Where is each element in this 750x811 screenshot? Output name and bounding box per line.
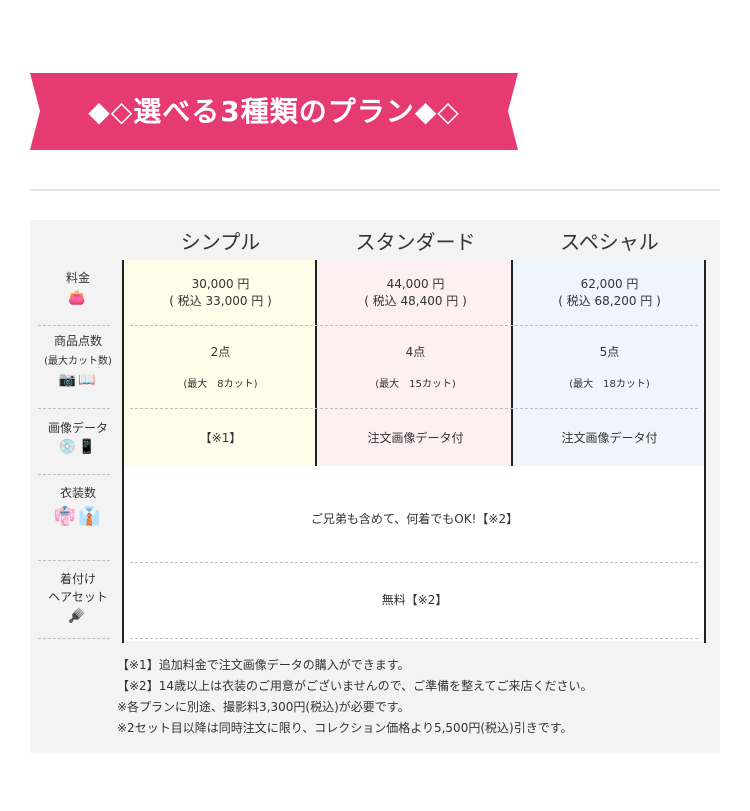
comb-icon: 🪮 <box>68 608 88 624</box>
note-4: ※2セット目以降は同時注文に限り、コレクション価格より5,500円(税込)引きで… <box>117 721 573 735</box>
costumes-value: ご兄弟も含めて、何着でもOK!【※2】 <box>310 512 519 526</box>
special-price: 62,000 円 <box>580 277 639 291</box>
banner-notch-left <box>30 73 40 150</box>
standard-items: 4点 <box>405 345 426 359</box>
divider <box>30 189 720 191</box>
row-label-items: 商品点数 <box>53 334 102 348</box>
row-label-price: 料金 <box>65 271 90 285</box>
row-divider <box>130 408 698 409</box>
title-banner: ◆◇選べる3種類のプラン◆◇ <box>30 73 518 150</box>
special-price-tax: ( 税込 68,200 円 ) <box>558 294 661 308</box>
row-divider <box>130 325 698 326</box>
column-divider-1 <box>315 260 317 466</box>
row-label-dressing: 着付け <box>59 572 96 586</box>
standard-cuts: (最大 15カット) <box>375 379 456 390</box>
row-divider <box>130 562 698 563</box>
simple-cuts: (最大 8カット) <box>183 379 258 390</box>
plan-name-standard: スタンダード <box>355 230 476 254</box>
special-items: 5点 <box>599 345 620 359</box>
disc-phone-icon: 💿📱 <box>58 439 98 455</box>
table-left-border <box>122 260 124 643</box>
special-cuts: (最大 18カット) <box>569 379 650 390</box>
table-right-border <box>704 260 706 643</box>
simple-column-bg <box>124 260 317 466</box>
simple-price-tax: ( 税込 33,000 円 ) <box>169 294 272 308</box>
special-column-bg <box>514 260 705 466</box>
row-label-items-sub: (最大カット数) <box>44 356 112 367</box>
row-divider <box>38 638 110 639</box>
standard-image-data: 注文画像データ付 <box>367 431 464 445</box>
note-3: ※各プランに別途、撮影料3,300円(税込)が必要です。 <box>117 700 410 714</box>
banner-title: ◆◇選べる3種類のプラン◆◇ <box>88 95 460 128</box>
row-label-image-data: 画像データ <box>47 421 108 435</box>
row-divider <box>130 638 698 639</box>
standard-column-bg <box>318 260 513 466</box>
shared-rows-area <box>124 466 705 641</box>
simple-image-data: 【※1】 <box>199 431 242 445</box>
simple-items: 2点 <box>210 345 231 359</box>
row-divider <box>38 408 110 409</box>
row-label-hairset: ヘアセット <box>48 590 108 604</box>
plan-name-simple: シンプル <box>180 230 261 254</box>
column-divider-2 <box>511 260 513 466</box>
coin-purse-icon: 👛 <box>68 290 88 306</box>
plan-name-special: スペシャル <box>560 230 659 254</box>
dressing-value: 無料【※2】 <box>381 593 448 607</box>
notes: 【※1】追加料金で注文画像データの購入ができます。 【※2】14歳以上は衣装のご… <box>117 655 593 739</box>
camera-album-icon: 📷📖 <box>58 372 98 388</box>
simple-price: 30,000 円 <box>191 277 250 291</box>
row-divider <box>38 325 110 326</box>
standard-price: 44,000 円 <box>386 277 445 291</box>
note-1: 【※1】追加料金で注文画像データの購入ができます。 <box>117 658 410 672</box>
banner-notch-right <box>508 73 518 150</box>
special-image-data: 注文画像データ付 <box>561 431 658 445</box>
row-label-costumes: 衣装数 <box>59 486 96 500</box>
note-2: 【※2】14歳以上は衣装のご用意がございませんので、ご準備を整えてご来店ください… <box>117 679 593 693</box>
row-divider <box>38 474 110 475</box>
row-divider <box>38 560 110 561</box>
standard-price-tax: ( 税込 48,400 円 ) <box>364 294 467 308</box>
costume-icon: 👘👔 <box>53 506 103 527</box>
